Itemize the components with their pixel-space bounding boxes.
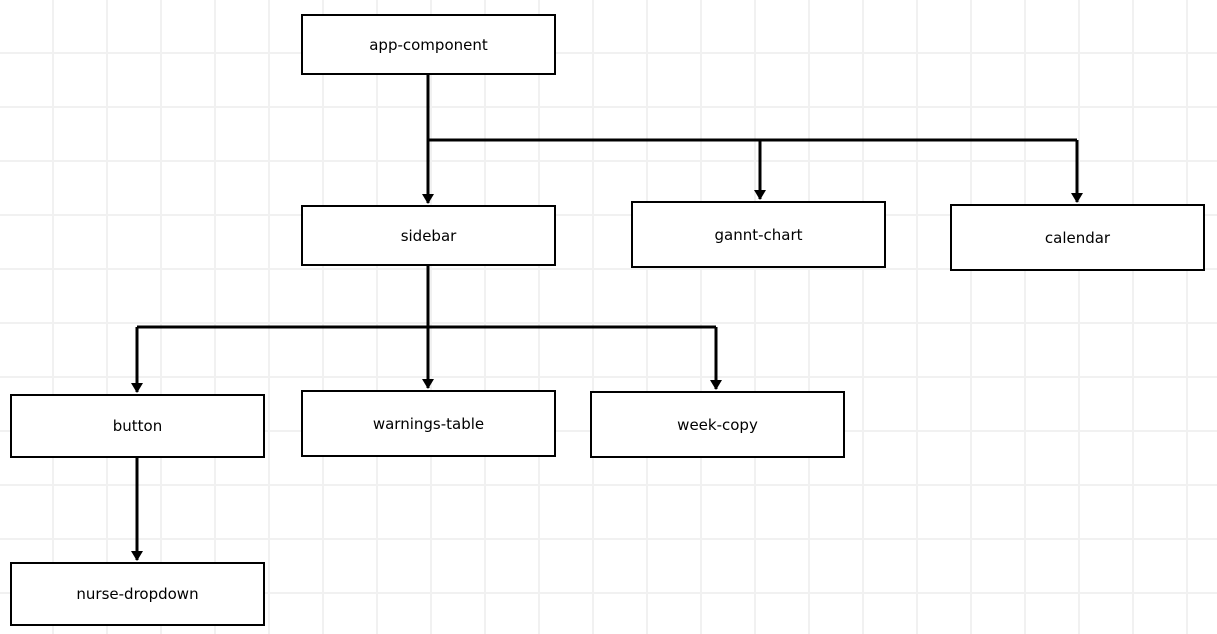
node-gannt-chart: gannt-chart <box>631 201 886 268</box>
node-button: button <box>10 394 265 458</box>
node-label: nurse-dropdown <box>76 585 199 603</box>
node-label: gannt-chart <box>714 225 803 244</box>
node-warnings-table: warnings-table <box>301 390 556 457</box>
node-label: button <box>112 417 163 435</box>
node-week-copy: week-copy <box>590 391 845 458</box>
node-app-component: app-component <box>301 14 556 75</box>
node-label: week-copy <box>677 415 758 434</box>
node-label: warnings-table <box>372 414 485 433</box>
node-sidebar: sidebar <box>301 205 556 266</box>
node-label: app-component <box>369 35 488 54</box>
node-label: sidebar <box>400 226 457 245</box>
node-nurse-dropdown: nurse-dropdown <box>10 562 265 626</box>
node-calendar: calendar <box>950 204 1205 271</box>
node-label: calendar <box>1044 228 1111 247</box>
